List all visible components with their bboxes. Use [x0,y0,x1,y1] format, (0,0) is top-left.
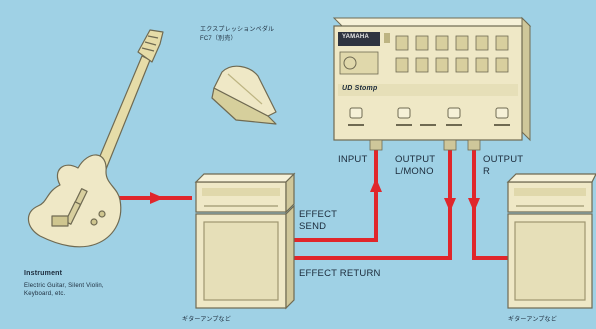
instrument-description-2: Keyboard, etc. [24,291,66,297]
arrow-down-icon [468,198,480,212]
arrow-down-icon [444,198,456,212]
output-r-channel-label: R [483,166,491,177]
left-guitar-amp-icon [194,172,296,310]
pedal-label-jp: エクスプレッションペダル [200,27,275,33]
left-amp-label: ギターアンプなど [182,317,231,323]
output-l-mono-label: L/MONO [395,166,434,177]
arrow-right-icon [150,192,164,204]
instrument-description: Electric Guitar, Silent Violin, [24,283,104,289]
ud-stomp-unit [332,16,532,151]
input-label: INPUT [338,154,368,165]
cable-arrows [150,178,480,212]
output-r-label: OUTPUT [483,154,524,165]
expression-pedal-icon [211,65,277,125]
unit-model: UD Stomp [342,85,378,92]
effect-send-label: EFFECT [299,209,338,220]
right-guitar-amp-icon [506,173,596,309]
unit-brand: YAMAHA [342,34,369,40]
effect-return-label: EFFECT RETURN [299,268,381,279]
effect-send-label-2: SEND [299,221,327,232]
right-amp-label: ギターアンプなど [508,317,557,323]
output-l-label: OUTPUT [395,154,436,165]
pedal-model-label: FC7（別売） [200,36,237,42]
instrument-title: Instrument [24,270,63,277]
cable-output-r [472,148,510,260]
cable-effect-return [283,148,452,260]
arrow-up-icon [370,178,382,192]
electric-guitar-icon [27,29,164,248]
